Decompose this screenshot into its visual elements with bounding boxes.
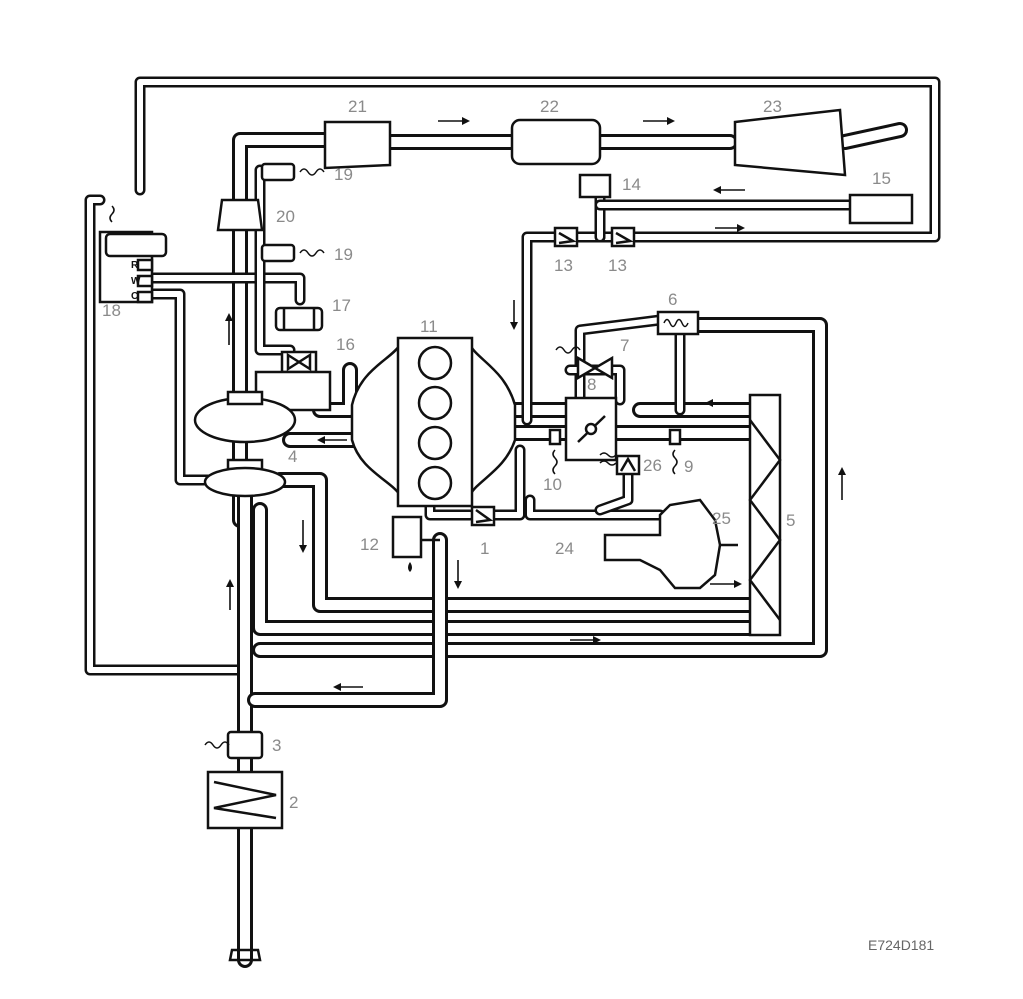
catalyst-22 <box>510 118 602 166</box>
catalyst-21 <box>323 120 392 170</box>
callout-11: 11 <box>420 317 438 336</box>
callout-7: 7 <box>620 336 629 355</box>
callout-5: 5 <box>786 511 795 530</box>
callout-4: 4 <box>288 447 297 466</box>
callout-19a: 19 <box>334 165 353 184</box>
callout-2: 2 <box>289 793 298 812</box>
callout-22: 22 <box>540 97 559 116</box>
port-label-w: W <box>131 276 141 287</box>
components <box>98 108 914 962</box>
callout-16: 16 <box>336 335 355 354</box>
valve-6 <box>656 310 700 336</box>
callout-24: 24 <box>555 539 574 558</box>
callout-25: 25 <box>712 509 731 528</box>
port-label-r: R <box>131 260 139 271</box>
callout-15: 15 <box>872 169 891 188</box>
callout-6: 6 <box>668 290 677 309</box>
box-15 <box>848 193 914 225</box>
callout-9: 9 <box>684 457 693 476</box>
callout-13b: 13 <box>608 256 627 275</box>
callout-12: 12 <box>360 535 379 554</box>
sensor-9 <box>668 428 682 446</box>
filter-17 <box>274 306 324 332</box>
callout-26: 26 <box>643 456 662 475</box>
sensor-20 <box>216 198 264 232</box>
callout-numbers: 1 2 3 4 5 6 7 8 9 10 11 12 13 13 14 15 1… <box>102 97 891 812</box>
callout-14: 14 <box>622 175 641 194</box>
valve-7 <box>576 355 614 381</box>
air-filter-2 <box>206 770 284 830</box>
callout-20: 20 <box>276 207 295 226</box>
callout-18: 18 <box>102 301 121 320</box>
flow-arrows <box>225 117 846 691</box>
port-labels-18: R W C <box>131 260 141 302</box>
port-label-c: C <box>131 291 138 302</box>
callout-13a: 13 <box>554 256 573 275</box>
callout-23: 23 <box>763 97 782 116</box>
callout-19b: 19 <box>334 245 353 264</box>
callout-8: 8 <box>587 375 596 394</box>
callout-17: 17 <box>332 296 351 315</box>
compressor-4 <box>203 466 287 498</box>
oxygen-sensor-19-upper <box>260 162 296 182</box>
reference-code: E724D181 <box>868 937 934 953</box>
sensor-10 <box>548 428 562 446</box>
sensor-3 <box>226 730 264 760</box>
intercooler-5 <box>748 393 782 637</box>
muffler-23 <box>733 108 847 177</box>
callout-1: 1 <box>480 539 489 558</box>
box-14 <box>578 173 612 199</box>
callout-21: 21 <box>348 97 367 116</box>
callout-10: 10 <box>543 475 562 494</box>
tank-12 <box>391 515 423 559</box>
callout-3: 3 <box>272 736 281 755</box>
oxygen-sensor-19-lower <box>260 243 296 263</box>
brake-booster-25 <box>603 498 722 590</box>
